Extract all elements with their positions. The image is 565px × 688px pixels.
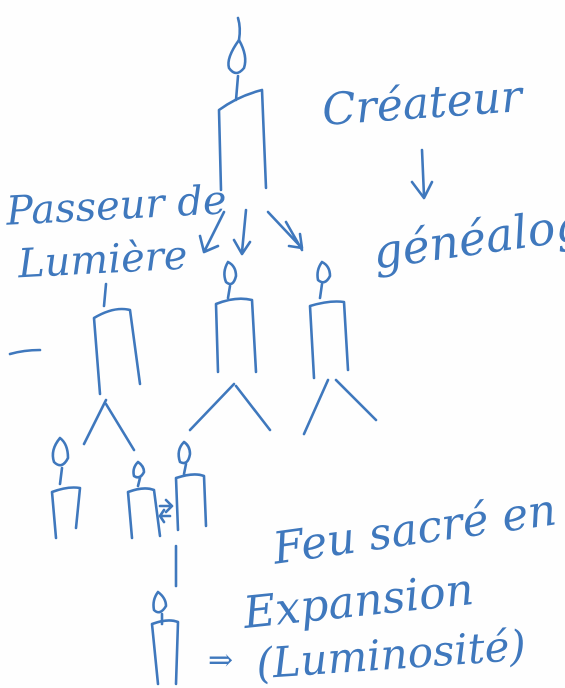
creator-branch-arrows <box>198 208 304 256</box>
generation2-candle-middle-icon <box>214 260 258 374</box>
arrow-center-icon <box>232 208 252 256</box>
label-passer-2: Lumière <box>16 232 189 288</box>
generation3-candle-b-icon <box>126 460 162 540</box>
creator-flame-icon <box>227 38 247 75</box>
label-passer-1: Passeur de <box>4 177 228 235</box>
creator-wick <box>236 16 242 42</box>
generation2-candle-left-icon <box>92 282 142 396</box>
arrow-left-icon <box>198 210 226 254</box>
generation3-candle-c-icon <box>174 440 208 532</box>
generation3-candle-a-icon <box>50 436 82 540</box>
creator-to-genealogy-arrow-icon <box>410 148 434 200</box>
final-candle-icon <box>150 590 180 686</box>
double-arrow-icon: ⇒ <box>208 643 234 678</box>
creator-stem <box>234 74 240 102</box>
arrow-right2-icon <box>284 220 304 252</box>
generation2-branch-lines <box>82 378 378 452</box>
creator-candle-body <box>217 88 268 192</box>
generation2-candle-right-icon <box>308 260 350 380</box>
exchange-arrows-icon <box>158 498 174 524</box>
creator-candle-icon <box>217 16 268 192</box>
margin-dash <box>8 348 42 356</box>
